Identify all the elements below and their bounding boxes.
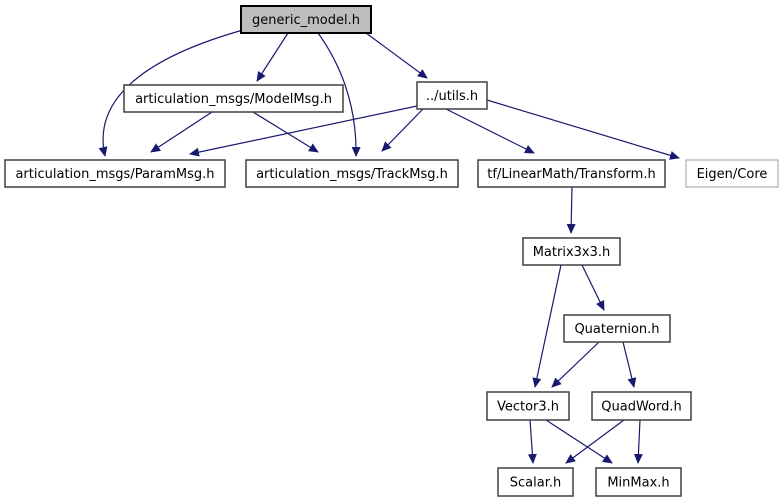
node-box-vector3-h[interactable] [486, 391, 570, 421]
node-label-quadword-h: QuadWord.h [601, 400, 681, 415]
node-vector3-h[interactable]: Vector3.h [486, 391, 570, 421]
edge-quaternion-h-to-quadword-h [622, 341, 637, 388]
node-label-generic-model-h: generic_model.h [252, 13, 360, 28]
edge-vector3-h-to-scalar-h [527, 419, 537, 464]
node-matrix3x3-h[interactable]: Matrix3x3.h [522, 237, 621, 266]
node-quaternion-h[interactable]: Quaternion.h [563, 314, 671, 343]
edge-vector3-h-to-minmax-h [545, 419, 613, 464]
node-box-param-msg-h[interactable] [4, 159, 226, 188]
edge-utils-h-to-param-msg-h [189, 105, 418, 157]
edge-utils-h-to-transform-h [445, 108, 535, 154]
node-box-scalar-h[interactable] [497, 467, 574, 497]
node-box-utils-h[interactable] [416, 81, 488, 110]
node-model-msg-h[interactable]: articulation_msgs/ModelMsg.h [123, 84, 344, 113]
edge-model-msg-h-to-track-msg-h [252, 111, 319, 153]
edge-utils-h-to-eigen-core [486, 99, 680, 160]
node-box-model-msg-h[interactable] [123, 84, 344, 113]
node-eigen-core: Eigen/Core [685, 159, 779, 188]
node-minmax-h[interactable]: MinMax.h [595, 467, 682, 497]
node-label-model-msg-h: articulation_msgs/ModelMsg.h [135, 92, 332, 107]
node-label-scalar-h: Scalar.h [510, 476, 561, 491]
node-label-param-msg-h: articulation_msgs/ParamMsg.h [15, 167, 214, 182]
node-box-quaternion-h[interactable] [563, 314, 671, 343]
node-track-msg-h[interactable]: articulation_msgs/TrackMsg.h [245, 159, 459, 188]
node-label-minmax-h: MinMax.h [607, 476, 669, 491]
edge-generic-model-h-to-param-msg-h [98, 29, 244, 157]
node-label-transform-h: tf/LinearMath/Transform.h [487, 167, 655, 182]
node-generic-model-h: generic_model.h [240, 5, 372, 34]
node-label-quaternion-h: Quaternion.h [574, 322, 659, 337]
node-scalar-h[interactable]: Scalar.h [497, 467, 574, 497]
edges-layer [98, 29, 680, 464]
node-box-quadword-h[interactable] [591, 391, 692, 421]
node-utils-h[interactable]: ../utils.h [416, 81, 488, 110]
node-param-msg-h[interactable]: articulation_msgs/ParamMsg.h [4, 159, 226, 188]
edge-generic-model-h-to-utils-h [365, 32, 428, 79]
edge-model-msg-h-to-param-msg-h [150, 111, 213, 153]
node-box-transform-h[interactable] [477, 159, 666, 188]
edge-matrix3x3-h-to-vector3-h [532, 264, 562, 388]
node-box-generic-model-h [240, 5, 372, 34]
edge-transform-h-to-matrix3x3-h [566, 186, 576, 234]
node-transform-h[interactable]: tf/LinearMath/Transform.h [477, 159, 666, 188]
node-box-eigen-core [685, 159, 779, 188]
edge-quadword-h-to-minmax-h [633, 419, 643, 464]
edge-quaternion-h-to-vector3-h [551, 341, 600, 388]
node-quadword-h[interactable]: QuadWord.h [591, 391, 692, 421]
node-box-track-msg-h[interactable] [245, 159, 459, 188]
node-box-matrix3x3-h[interactable] [522, 237, 621, 266]
node-label-matrix3x3-h: Matrix3x3.h [533, 245, 611, 260]
node-label-eigen-core: Eigen/Core [697, 167, 768, 182]
nodes-layer: generic_model.h articulation_msgs/ModelMs… [4, 5, 779, 497]
node-label-track-msg-h: articulation_msgs/TrackMsg.h [256, 167, 448, 182]
edge-generic-model-h-to-model-msg-h [256, 32, 289, 82]
node-label-vector3-h: Vector3.h [497, 400, 559, 415]
node-box-minmax-h[interactable] [595, 467, 682, 497]
edge-generic-model-h-to-track-msg-h [317, 32, 361, 157]
edge-utils-h-to-track-msg-h [381, 108, 424, 152]
node-label-utils-h: ../utils.h [426, 89, 478, 104]
edge-matrix3x3-h-to-quaternion-h [581, 264, 605, 311]
edge-quadword-h-to-scalar-h [565, 419, 625, 464]
